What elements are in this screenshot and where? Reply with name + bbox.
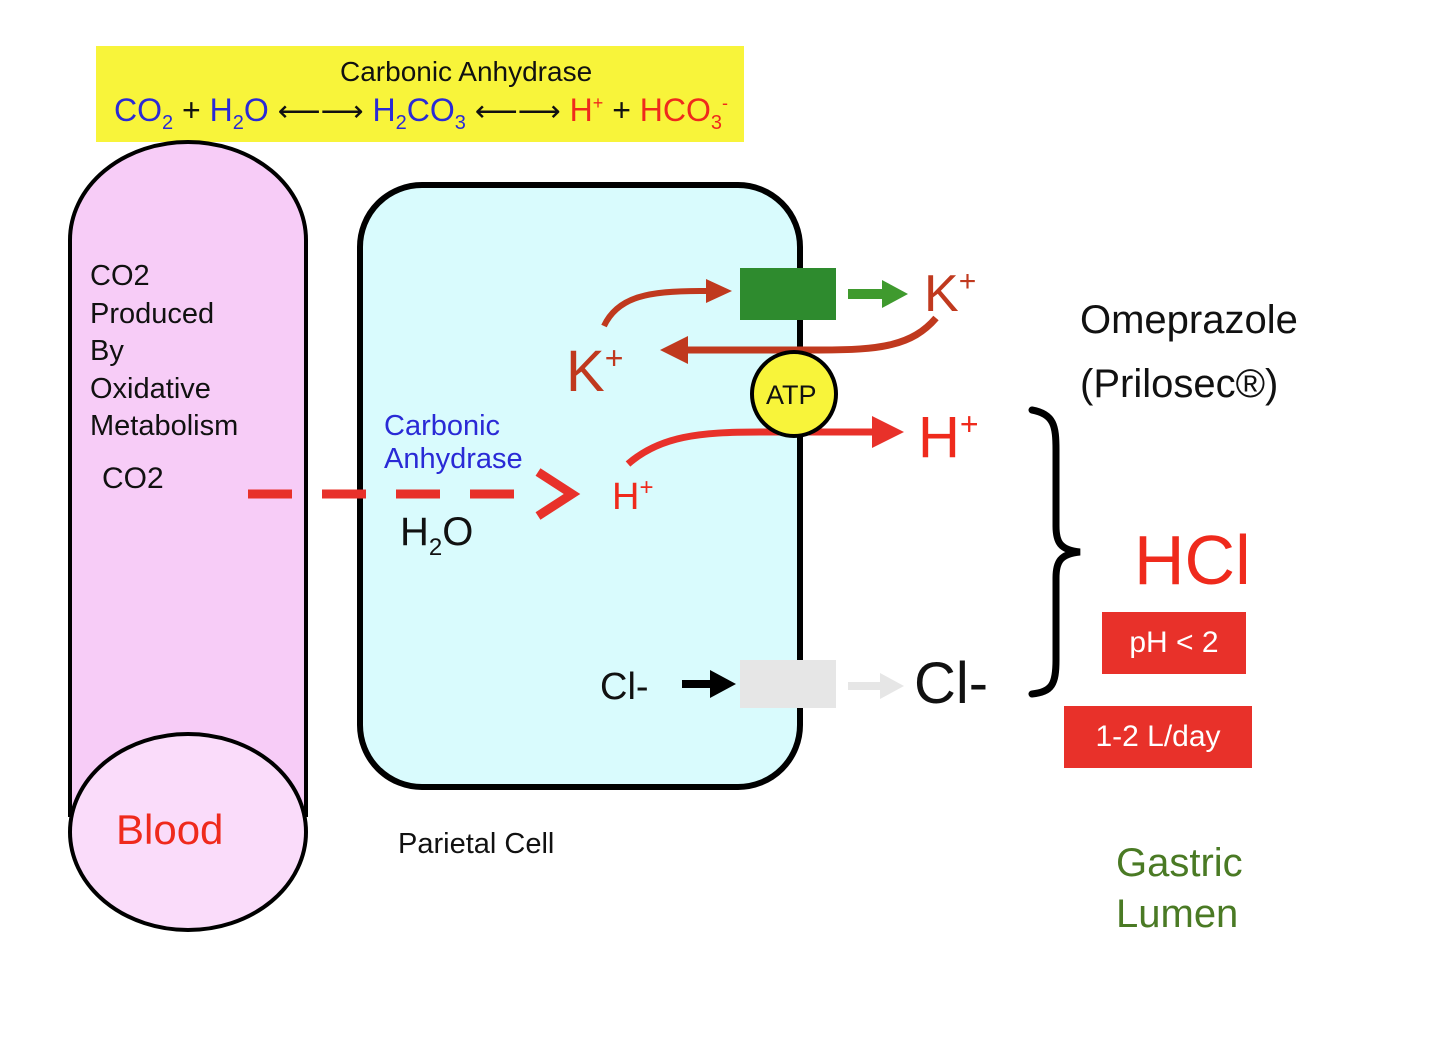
blood-vessel-body bbox=[68, 140, 308, 817]
curly-brace bbox=[1028, 406, 1081, 698]
co2-origin-line: Metabolism bbox=[90, 410, 239, 442]
lumen-h-plus: H+ bbox=[918, 405, 979, 470]
cl-in-arrow-head bbox=[710, 670, 736, 698]
cell-chloride: Cl- bbox=[600, 666, 649, 708]
eq-h2o: H2O bbox=[209, 92, 269, 134]
k-return-arrow-head bbox=[660, 336, 688, 364]
atp-circle bbox=[750, 350, 838, 438]
proton-pump bbox=[740, 268, 836, 320]
atp-label: ATP bbox=[766, 380, 817, 410]
eq-h2co3: H2CO3 bbox=[372, 92, 466, 134]
blood-label: Blood bbox=[116, 806, 224, 853]
eq-arrow-2: ⟵⟶ bbox=[474, 95, 561, 128]
co2-origin-line: CO2 bbox=[90, 260, 150, 292]
gastric-lumen-label: Gastric Lumen bbox=[1116, 841, 1243, 936]
hcl-label: HCl bbox=[1134, 521, 1251, 599]
lumen-chloride: Cl- bbox=[914, 651, 989, 716]
equation-enzyme-label: Carbonic Anhydrase bbox=[340, 56, 593, 87]
carbonic-equation: CO2 + H2O ⟵⟶ H2CO3 ⟵⟶ H+ + HCO3- bbox=[114, 92, 728, 134]
chloride-channel bbox=[740, 660, 836, 708]
eq-co2: CO2 bbox=[114, 92, 174, 134]
blood-co2-label: CO2 bbox=[102, 462, 164, 495]
co2-origin-line: Oxidative bbox=[90, 372, 211, 405]
eq-hco3: HCO3- bbox=[639, 92, 728, 134]
eq-arrow-1: ⟵⟶ bbox=[277, 95, 364, 128]
pump-k-out-arrow-head bbox=[882, 280, 908, 308]
lumen-k-plus: K+ bbox=[924, 265, 977, 323]
cl-out-arrow-head bbox=[880, 673, 904, 699]
volume-badge: 1-2 L/day bbox=[1064, 706, 1252, 768]
co2-origin-description: CO2 Produced By Oxidative Metabolism bbox=[90, 258, 238, 446]
co2-arrow-head bbox=[535, 468, 581, 520]
ph-badge: pH < 2 bbox=[1102, 612, 1246, 674]
k-to-pump-arrow bbox=[601, 288, 712, 328]
drug-name: Omeprazole (Prilosec®) bbox=[1080, 298, 1298, 406]
cell-enzyme-label: Carbonic Anhydrase bbox=[384, 410, 523, 475]
cell-h-plus: H+ bbox=[612, 474, 654, 519]
blood-vessel-end bbox=[68, 732, 308, 932]
k-to-pump-arrow-head bbox=[706, 279, 732, 303]
eq-h-plus: H+ bbox=[569, 92, 604, 128]
h-secretion-arrow bbox=[625, 428, 880, 467]
parietal-cell-label: Parietal Cell bbox=[398, 828, 555, 860]
h-secretion-arrow-head bbox=[872, 416, 904, 448]
co2-origin-line: By bbox=[90, 335, 124, 367]
eq-plus-2: + bbox=[612, 92, 631, 128]
k-return-arrow bbox=[680, 315, 939, 354]
cell-water: H2O bbox=[400, 510, 474, 561]
parietal-cell-body bbox=[357, 182, 803, 790]
co2-origin-line: Produced bbox=[90, 297, 215, 330]
equation-highlight bbox=[96, 46, 744, 142]
cell-k-plus: K+ bbox=[566, 339, 624, 404]
eq-plus-1: + bbox=[182, 92, 201, 128]
